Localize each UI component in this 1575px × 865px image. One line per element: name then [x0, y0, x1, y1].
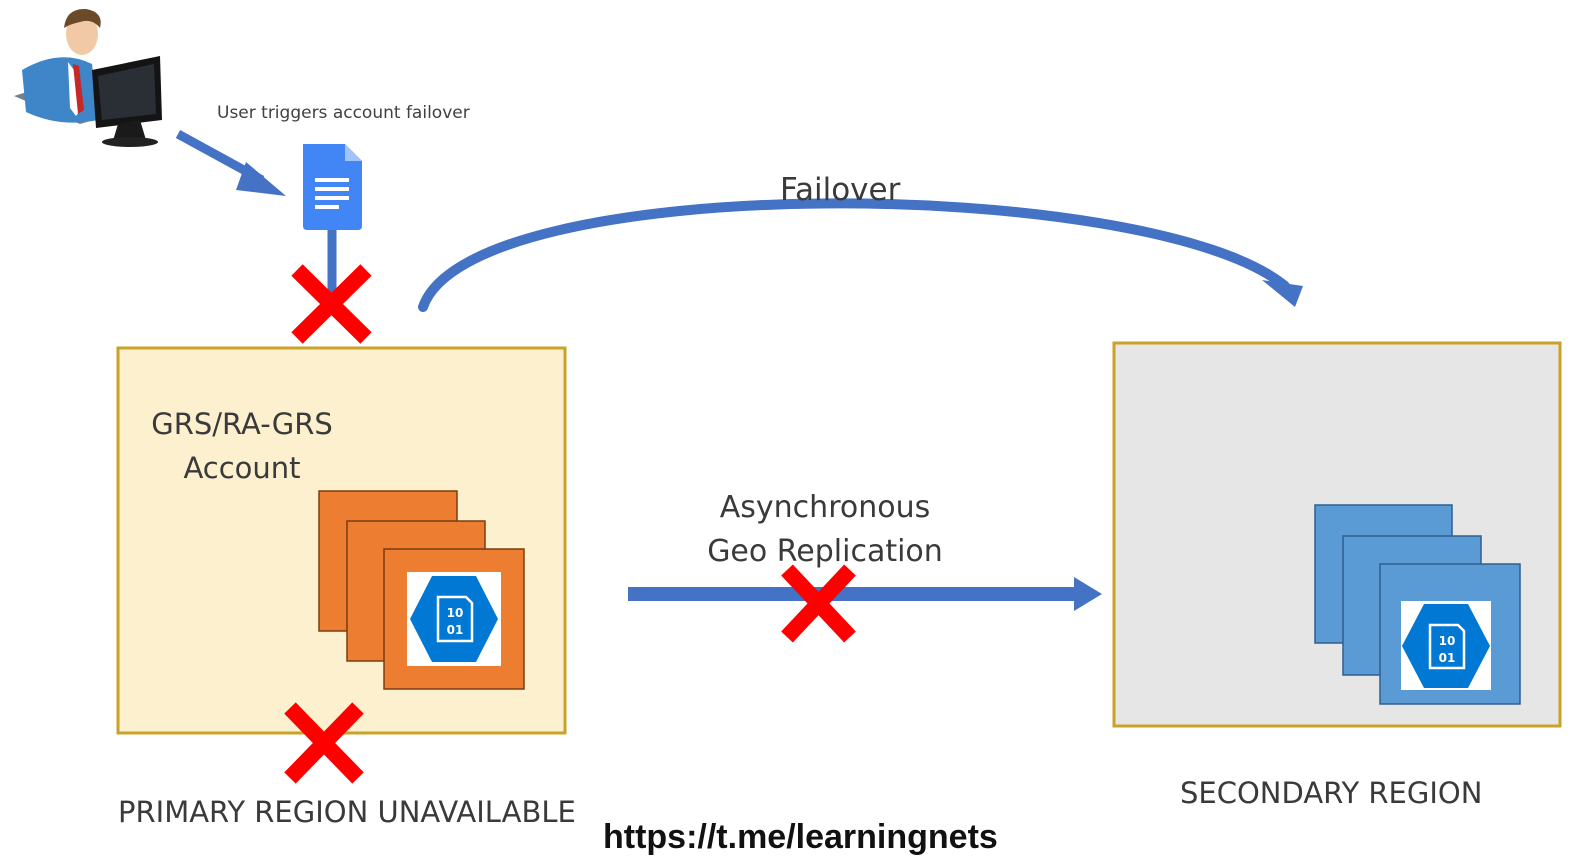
storage-blob-icon: 10 01	[1402, 604, 1490, 688]
primary-account-label-line1: GRS/RA-GRS	[151, 407, 333, 441]
primary-account-label: GRS/RA-GRS Account	[142, 402, 342, 490]
primary-storage-stack	[318, 490, 525, 690]
document-icon	[303, 144, 362, 230]
failover-arrow	[418, 198, 1290, 312]
failure-cross-icon	[291, 264, 372, 344]
geo-replication-arrowhead	[1074, 577, 1102, 611]
failover-label: Failover	[780, 172, 901, 208]
failure-cross-icon	[284, 702, 364, 784]
watermark-url: https://t.me/learningnets	[603, 818, 998, 856]
user-trigger-label: User triggers account failover	[217, 103, 470, 123]
geo-replication-label-line2: Geo Replication	[707, 534, 943, 569]
blob-icon-bits-top: 10	[1439, 634, 1456, 648]
blob-icon-bits-bottom: 01	[1439, 651, 1456, 665]
geo-replication-label: Asynchronous Geo Replication	[660, 486, 990, 574]
secondary-region-label: SECONDARY REGION	[1180, 776, 1483, 810]
geo-replication-label-line1: Asynchronous	[719, 490, 931, 525]
primary-region-label: PRIMARY REGION UNAVAILABLE	[118, 795, 576, 829]
user-to-document-arrowhead	[236, 162, 286, 196]
storage-blob-icon: 10 01	[410, 576, 498, 662]
blob-icon-bits-bottom: 01	[447, 623, 464, 637]
failover-arrowhead	[1262, 280, 1303, 307]
user-at-computer-icon	[14, 8, 162, 147]
failure-cross-icon	[781, 564, 856, 643]
primary-account-label-line2: Account	[183, 451, 301, 485]
blob-icon-bits-top: 10	[447, 606, 464, 620]
